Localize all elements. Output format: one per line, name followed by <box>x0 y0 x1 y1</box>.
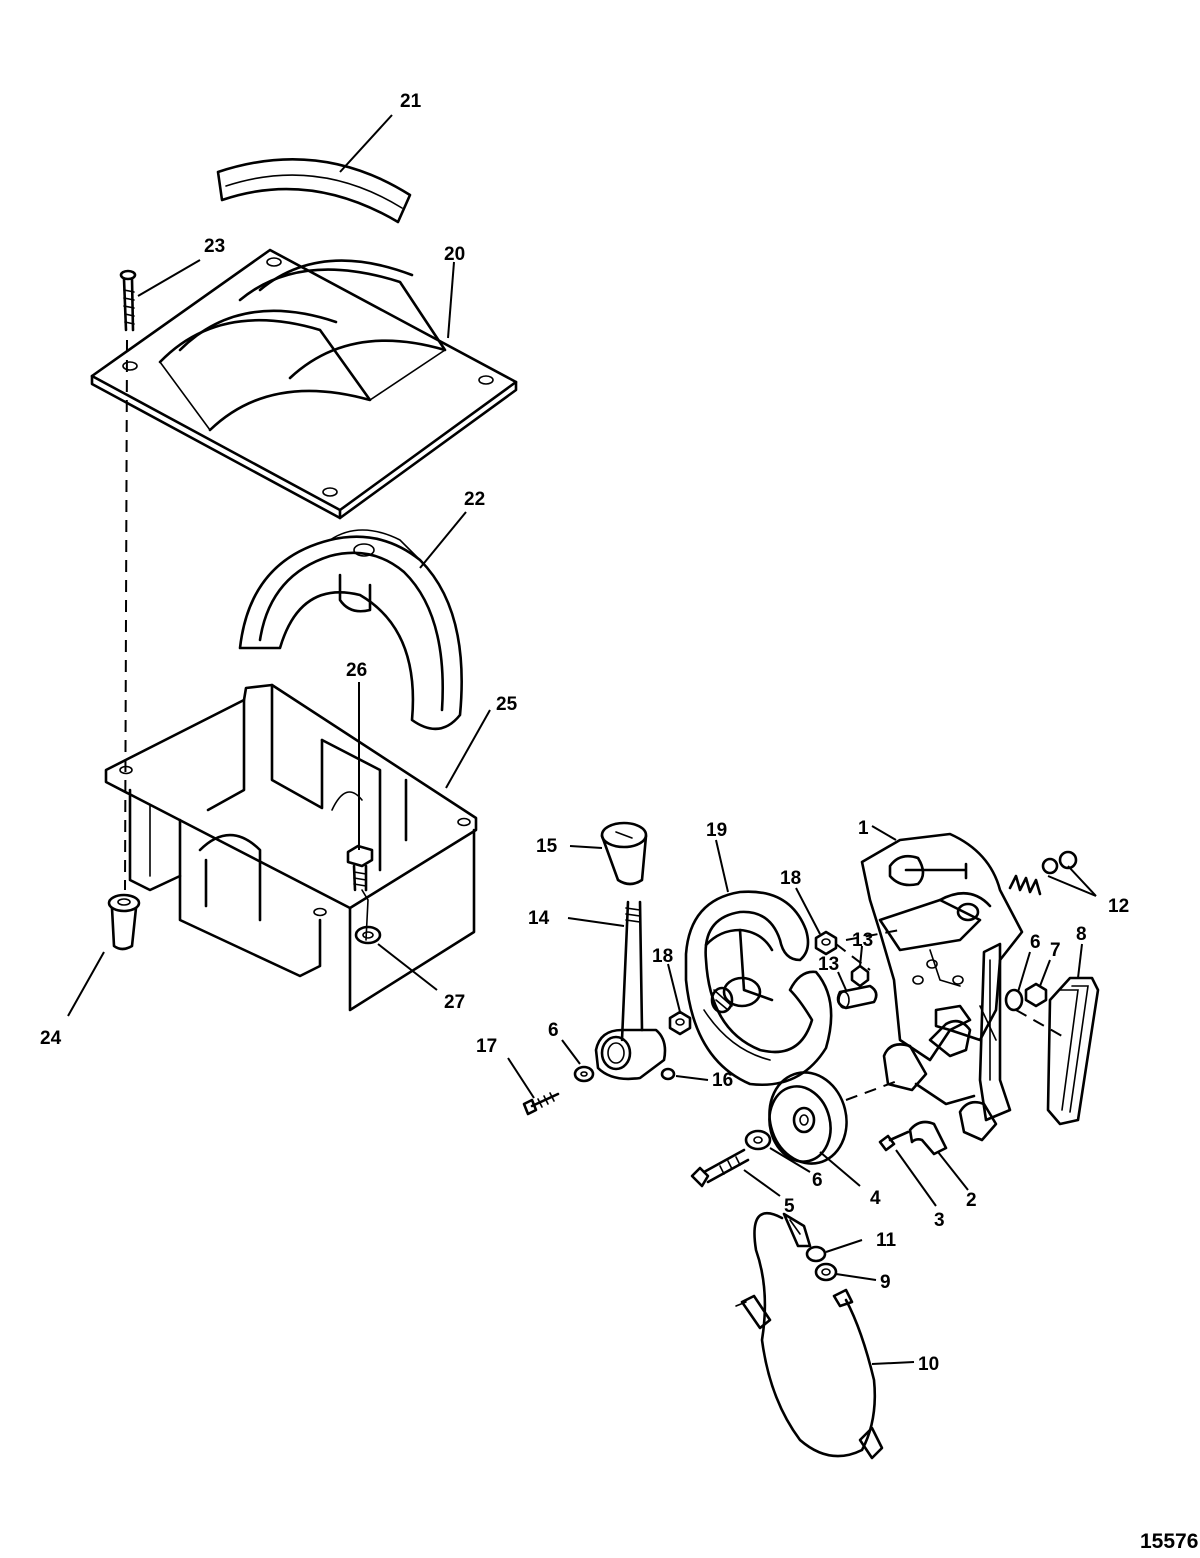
callout-25: 25 <box>496 694 518 715</box>
callout-19: 19 <box>706 820 727 841</box>
part-6-washer-b <box>744 1129 772 1151</box>
alignment-line <box>124 339 128 891</box>
part-19-cam-wheel <box>684 890 833 1087</box>
detent-arm <box>978 942 1012 1122</box>
part-21-trim-strip <box>216 158 412 224</box>
part-5-bolt <box>690 1148 750 1188</box>
callout-27: 27 <box>444 992 465 1013</box>
callout-4: 4 <box>870 1188 881 1209</box>
callout-10: 10 <box>918 1354 939 1375</box>
callout-9: 9 <box>880 1272 891 1293</box>
alignment-line <box>845 929 901 941</box>
part-18-nut-a <box>668 1010 692 1036</box>
part-20-cover-plate <box>90 248 518 520</box>
callout-labels: 1 2 3 4 5 6 6 6 7 8 9 10 11 12 13 13 14 … <box>40 91 1129 1375</box>
callout-22: 22 <box>464 489 485 510</box>
callout-6b: 6 <box>812 1170 823 1191</box>
callout-18a: 18 <box>652 946 673 967</box>
part-22-housing <box>238 529 463 731</box>
alignment-line <box>1015 1009 1063 1037</box>
callout-20: 20 <box>444 244 465 265</box>
part-10-cable <box>735 1212 884 1460</box>
callout-21: 21 <box>400 91 422 112</box>
callout-6a: 6 <box>548 1020 559 1041</box>
callout-12: 12 <box>1108 896 1129 917</box>
part-24-spacer <box>107 893 141 951</box>
callout-1: 1 <box>858 818 869 839</box>
callout-23: 23 <box>204 236 225 257</box>
part-6-washer-c <box>1004 988 1024 1012</box>
part-15-knob <box>600 821 648 886</box>
part-8-switch <box>1046 976 1100 1126</box>
callout-18b: 18 <box>780 868 801 889</box>
part-27-nut <box>354 925 382 945</box>
part-9-nut <box>814 1262 838 1282</box>
callout-13a: 13 <box>852 930 873 951</box>
part-12-spring <box>1008 850 1078 896</box>
callout-15: 15 <box>536 836 558 857</box>
part-6-washer-a <box>573 1065 595 1083</box>
leader-lines <box>67 114 1097 1365</box>
diagram-reference-number: 15576 <box>1140 1530 1198 1553</box>
part-7-nut <box>1024 982 1048 1008</box>
part-3-screw <box>878 1130 910 1152</box>
callout-17: 17 <box>476 1036 497 1057</box>
part-14-shift-lever <box>594 900 667 1081</box>
callout-5: 5 <box>784 1196 795 1217</box>
callout-16: 16 <box>712 1070 733 1091</box>
alignment-line <box>845 1079 901 1101</box>
callout-13b: 13 <box>818 954 839 975</box>
part-11-washer <box>805 1245 827 1263</box>
part-2-clip <box>908 1120 948 1156</box>
callout-26: 26 <box>346 660 367 681</box>
alignment-line <box>835 943 871 971</box>
callout-11: 11 <box>876 1230 897 1251</box>
callout-7: 7 <box>1050 940 1061 961</box>
callout-3: 3 <box>934 1210 945 1231</box>
part-13-pin <box>836 984 878 1010</box>
callout-6c: 6 <box>1030 932 1041 953</box>
callout-8: 8 <box>1076 924 1087 945</box>
part-1-control-plate <box>860 832 1024 1142</box>
part-17-screw <box>522 1092 560 1116</box>
callout-14: 14 <box>528 908 550 929</box>
part-16-set-screw <box>660 1067 676 1081</box>
part-18-nut-b <box>814 930 838 956</box>
callout-2: 2 <box>966 1190 977 1211</box>
part-4-pulley <box>768 1071 848 1165</box>
callout-24: 24 <box>40 1028 62 1049</box>
part-13-nut-a <box>850 964 870 988</box>
part-25-base-bracket <box>104 683 478 1012</box>
part-23-screw <box>119 269 137 332</box>
